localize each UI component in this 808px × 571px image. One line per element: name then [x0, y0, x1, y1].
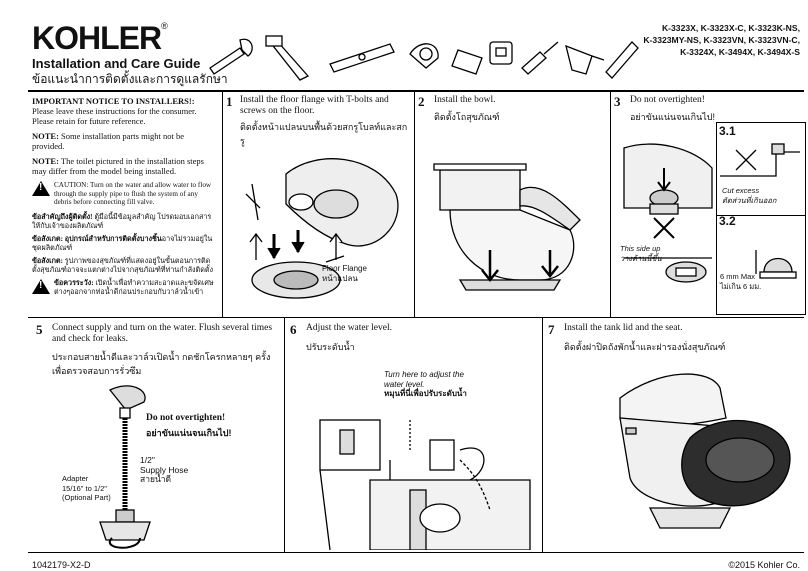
header-divider	[28, 90, 804, 92]
substep-3-2-label: 3.2	[719, 214, 736, 228]
thai-note: ข้อสังเกต: อุปกรณ์สำหรับการติดตั้งบางชิ้…	[32, 235, 217, 253]
adjust-water-th: หมุนที่นี่เพื่อปรับระดับน้ำ	[384, 389, 467, 398]
floor-flange-label: Floor Flange หน้าแปลน	[322, 264, 367, 283]
title-thai: ข้อแนะนำการติดตั้งและการดูแลรักษา	[32, 72, 228, 86]
step-5-number: 5	[36, 322, 43, 337]
adjust-water-en: Turn here to adjust the water level.	[384, 370, 464, 389]
this-side-up-th: วางด้านนี้ขึ้น	[620, 253, 662, 263]
supply-hose-size: 1/2"	[140, 455, 155, 465]
note-text: Some installation parts might not be pro…	[32, 131, 185, 151]
thai-note-label: ข้อสำคัญถึงผู้ติดตั้ง!	[32, 212, 93, 221]
notice-heading: IMPORTANT NOTICE TO INSTALLERS!:	[32, 96, 195, 106]
thai-note-label: ข้อควรระวัง:	[54, 278, 94, 287]
step-3-number: 3	[614, 94, 621, 109]
installer-notice: IMPORTANT NOTICE TO INSTALLERS!:Please l…	[32, 96, 217, 303]
cap-illustration	[755, 250, 797, 279]
substep-3-1-label: 3.1	[719, 124, 736, 138]
thai-note-text: ตู้มือนี้มีข้อมูลสำคัญ โปรดมอบเอกสารให้ก…	[32, 212, 212, 230]
step-2-thai: ติดตั้งโถสุขภัณฑ์	[434, 112, 500, 122]
substep-3-1-box	[716, 122, 806, 216]
step-2-illustration	[433, 163, 581, 291]
adapter-optional: (Optional Part)	[62, 493, 111, 502]
max-mm-th: ไม่เกิน 6 มม.	[720, 281, 762, 291]
step-6-illustration	[319, 419, 531, 550]
floor-flange-label-en: Floor Flange	[322, 264, 367, 273]
kohler-logo: KOHLER®	[32, 20, 168, 56]
step-5-text: Connect supply and turn on the water. Fl…	[52, 323, 273, 344]
cut-excess-th: ตัดส่วนที่เกินออก	[722, 195, 777, 205]
supply-hose-th: สายน้ำดี	[140, 474, 172, 484]
step-7-number: 7	[548, 322, 555, 337]
row-divider	[28, 317, 804, 318]
max-mm-label: 6 mm Max ไม่เกิน 6 มม.	[720, 272, 761, 291]
step-3-thai: อย่าขันแน่นจนเกินไป!	[630, 112, 715, 122]
floor-flange-label-th: หน้าแปลน	[322, 273, 358, 283]
this-side-up-label: This side up วางด้านนี้ขึ้น	[620, 244, 662, 263]
cut-excess-label: Cut excess ตัดส่วนที่เกินออก	[722, 186, 776, 205]
adapter-en: Adapter	[62, 474, 89, 483]
step-1-illustration	[245, 158, 399, 299]
thai-note: ข้อสำคัญถึงผู้ติดตั้ง! ตู้มือนี้มีข้อมูล…	[32, 213, 217, 231]
column-divider	[284, 317, 285, 552]
note-text: The toilet pictured in the installation …	[32, 156, 204, 176]
step-1-thai: ติดตั้งหน้าแปลนบนพื้นด้วยสกรูโบลท์และสกร…	[240, 122, 408, 146]
step-1-number: 1	[226, 94, 233, 109]
warning-icon: !	[32, 181, 50, 196]
adjust-water-label: Turn here to adjust the water level. หมุ…	[384, 370, 484, 399]
footer-divider	[28, 552, 804, 553]
model-line: K-3324X, K-3494X, K-3494X-S	[680, 47, 800, 57]
max-mm-en: 6 mm Max	[720, 272, 756, 281]
notice-text: Please leave these instructions for the …	[32, 106, 197, 126]
thai-note: ข้อสังเกต: รูปภาพของสุขภัณฑ์ที่แสดงอยู่ใ…	[32, 257, 217, 275]
cut-excess-en: Cut excess	[722, 186, 760, 195]
step-6-thai: ปรับระดับน้ำ	[306, 342, 355, 352]
thai-note-label: ข้อสังเกต: อุปกรณ์สำหรับการติดตั้งบางชิ้…	[32, 234, 162, 243]
warning-icon: !	[32, 278, 50, 294]
title-english: Installation and Care Guide	[32, 56, 201, 71]
supply-hose-en: Supply Hose	[140, 464, 189, 475]
step-6-text: Adjust the water level.	[306, 323, 393, 333]
note-label: NOTE:	[32, 131, 59, 141]
step-5-illustration	[99, 385, 151, 549]
substep-3-2-box	[716, 214, 806, 315]
thai-note-text: รูปภาพของสุขภัณฑ์ที่แสดงอยู่ในขั้นตอนการ…	[32, 256, 214, 274]
column-divider	[542, 317, 543, 552]
step-7-toilet-illustration	[619, 373, 791, 529]
thai-note-text: เปิดน้ำเพื่อทำความสะอาดและขจัดเศษต่างๆออ…	[54, 278, 214, 296]
step-5-warning-thai: อย่าขันแน่นจนเกินไป!	[146, 428, 232, 438]
column-divider	[414, 92, 415, 317]
thai-caution-block: ! ข้อควรระวัง: เปิดน้ำเพื่อทำความสะอาดแล…	[32, 278, 217, 297]
adapter-size: 15/16" to 1/2"	[62, 483, 107, 493]
note-label: NOTE:	[32, 156, 59, 166]
column-divider	[610, 92, 611, 317]
copyright: ©2015 Kohler Co.	[728, 560, 800, 570]
step-2-number: 2	[418, 94, 425, 109]
step-3-text: Do not overtighten!	[630, 95, 705, 105]
supply-hose-label: 1/2" Supply Hose สายน้ำดี	[140, 455, 189, 485]
model-numbers: K-3323X, K-3323X-C, K-3323K-NS, K-3323MY…	[600, 22, 800, 58]
step-7-text: Install the tank lid and the seat.	[564, 323, 683, 333]
step-5-thai: ประกอบสายน้ำดีและวาล์วเปิดน้ำ กดชักโครกห…	[52, 352, 271, 376]
thai-note-label: ข้อสังเกต:	[32, 256, 63, 265]
caution-block: ! CAUTION: Turn on the water and allow w…	[32, 181, 217, 207]
column-divider	[222, 92, 223, 317]
caution-text: CAUTION: Turn on the water and allow wat…	[54, 181, 212, 206]
step-7-thai: ติดตั้งฝาปิดถังพักน้ำและฝารองนั่งสุขภัณฑ…	[564, 342, 726, 352]
thai-note-text: อาจไม่รวมอยู่ในชุดผลิตภัณฑ์	[32, 234, 213, 252]
adapter-label: Adapter 15/16" to 1/2" (Optional Part)	[62, 474, 111, 503]
this-side-up-en: This side up	[620, 244, 661, 253]
document-id: 1042179-X2-D	[32, 560, 91, 570]
step-3-illustration	[623, 143, 713, 283]
model-line: K-3323X, K-3323X-C, K-3323K-NS,	[661, 23, 800, 33]
step-5-warning: Do not overtighten!	[146, 413, 226, 423]
tools-illustration	[209, 35, 639, 81]
step-6-number: 6	[290, 322, 297, 337]
cut-excess-illustration	[720, 143, 800, 177]
model-line: K-3323MY-NS, K-3323VN, K-3323VN-C,	[643, 35, 800, 45]
step-1-text: Install the floor flange with T-bolts an…	[240, 95, 389, 116]
step-2-text: Install the bowl.	[434, 95, 496, 105]
